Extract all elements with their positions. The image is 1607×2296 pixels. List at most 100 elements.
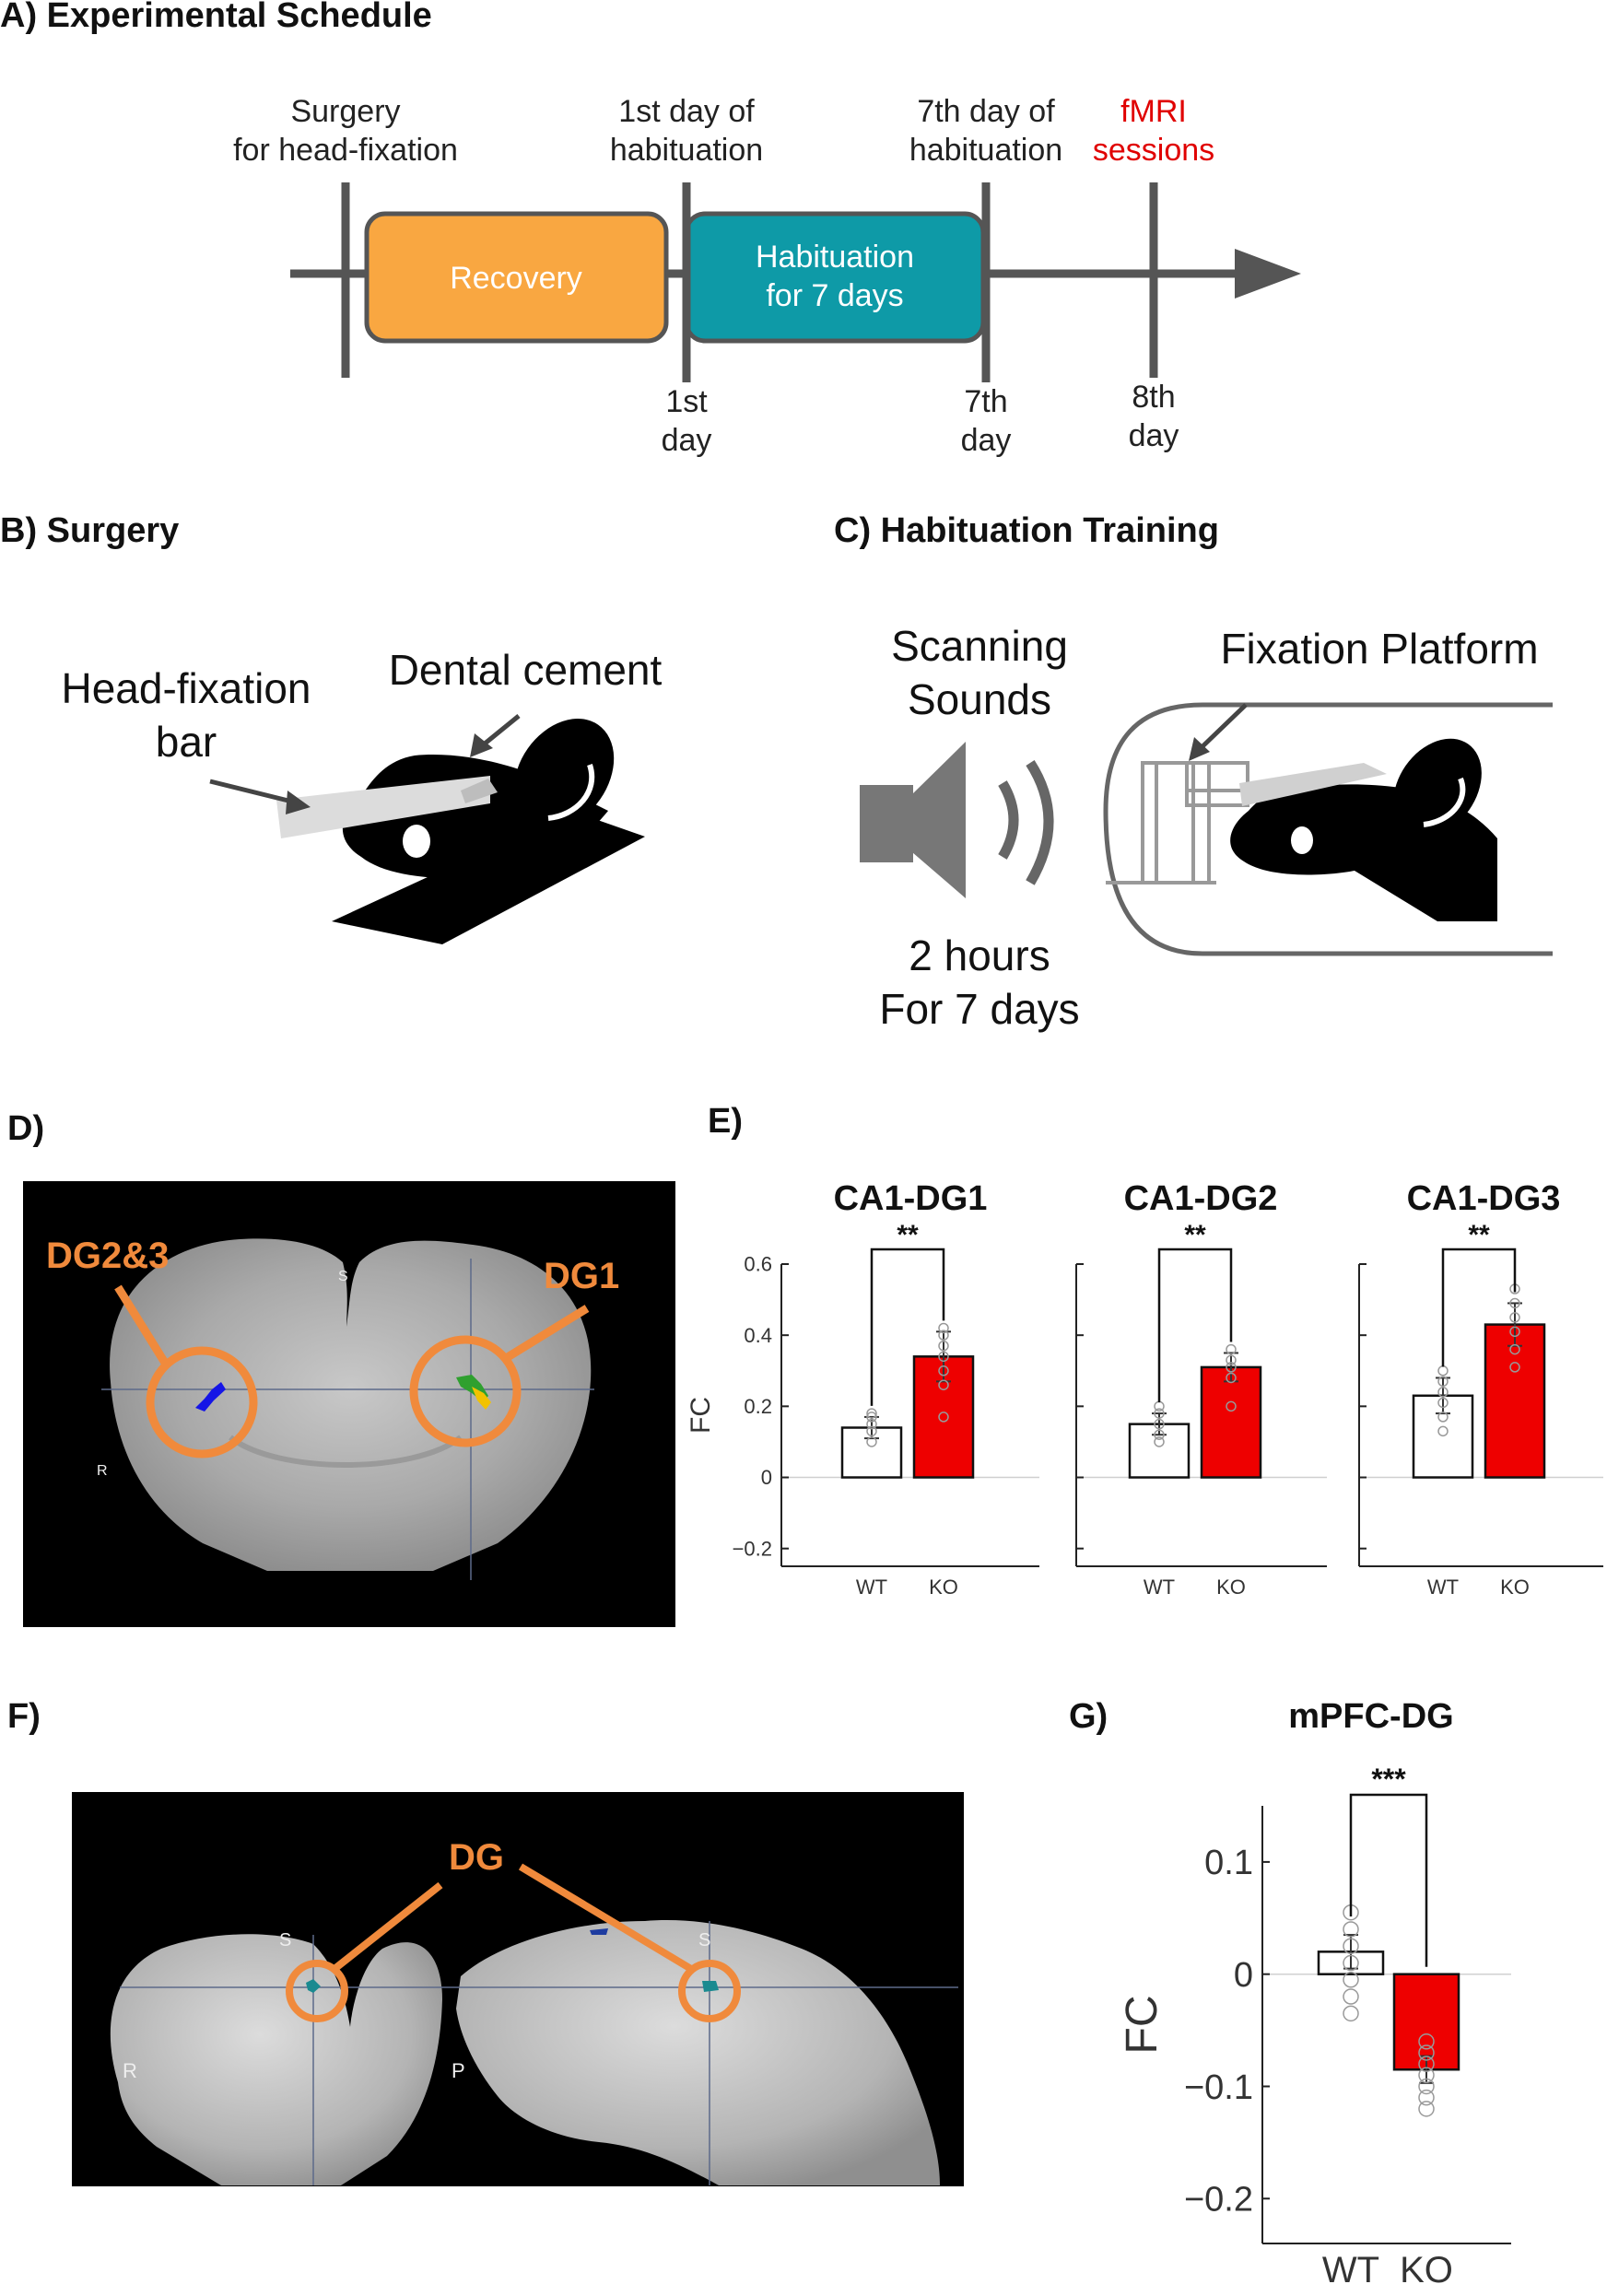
fixation-platform xyxy=(1106,761,1249,884)
data-point xyxy=(1343,1938,1359,1954)
timeline-arrowhead xyxy=(1235,249,1301,299)
mri-coronal-dg xyxy=(23,1181,675,1627)
hab7-line2: habituation xyxy=(909,133,1063,168)
sounds-line2: Sounds xyxy=(907,675,1052,723)
roi-pointer-line xyxy=(332,1881,443,1973)
day7-line1: 7th xyxy=(964,384,1008,419)
chart-ca1-dg3: WT KO ** xyxy=(1358,1220,1603,1599)
y-tick-label: 0.4 xyxy=(744,1324,772,1347)
bar-ko xyxy=(1484,1323,1546,1479)
mouse-ear-icon xyxy=(1393,738,1482,838)
orientation-s: S xyxy=(338,1269,348,1284)
roi-circle-dg-coronal xyxy=(286,1960,348,2022)
fmri-line1: fMRI xyxy=(1120,94,1187,129)
arrow-icon xyxy=(286,791,311,814)
significance-bracket xyxy=(1157,1248,1233,1403)
data-point xyxy=(938,1322,949,1334)
habituation-text: Habituation for 7 days xyxy=(756,238,914,315)
roi-pointer-line xyxy=(518,1863,694,1973)
hab1-label: 1st day of habituation xyxy=(610,92,763,170)
y-tick-label: 0.6 xyxy=(744,1253,772,1276)
roi-circle-dg23 xyxy=(146,1346,258,1458)
duration-line1: 2 hours xyxy=(909,931,1050,979)
data-point xyxy=(938,1341,949,1352)
schedule-timeline xyxy=(290,182,1301,382)
significance-bracket xyxy=(870,1248,945,1406)
data-point xyxy=(1437,1397,1449,1409)
habituation-line1: Habituation xyxy=(755,240,915,275)
day7-line2: day xyxy=(960,423,1012,458)
y-tick-label: −0.2 xyxy=(1184,2181,1253,2220)
roi-circle-dg1 xyxy=(409,1335,522,1447)
data-point xyxy=(1437,1412,1449,1423)
data-point xyxy=(1154,1436,1165,1447)
hab7-label: 7th day of habituation xyxy=(909,92,1062,170)
significance-label: *** xyxy=(1371,1763,1406,1796)
roi-label-dg23: DG2&3 xyxy=(46,1236,170,1276)
surgery-label: Surgery for head-fixation xyxy=(233,92,458,170)
data-point xyxy=(866,1425,877,1437)
significance-label: ** xyxy=(1468,1220,1490,1250)
data-point xyxy=(1418,2044,1435,2061)
roi-blob-dg xyxy=(702,1981,719,1992)
data-point xyxy=(1343,2005,1359,2022)
head-fixation-bar xyxy=(1239,763,1387,806)
panel-e-label: E) xyxy=(708,1102,743,1141)
dental-cement-label: Dental cement xyxy=(388,646,663,694)
data-point xyxy=(1418,2067,1435,2084)
data-point xyxy=(1418,2056,1435,2072)
speaker-icon xyxy=(860,785,913,862)
data-point xyxy=(1418,2101,1435,2117)
data-point xyxy=(1226,1362,1237,1373)
arrow-icon xyxy=(1189,737,1210,761)
roi-pointer-line xyxy=(500,1305,590,1364)
data-point xyxy=(938,1412,949,1423)
dental-cement xyxy=(461,779,498,803)
sound-wave-icon xyxy=(998,780,1019,860)
data-point xyxy=(1509,1326,1520,1338)
panel-f-label: F) xyxy=(7,1697,41,1736)
data-point xyxy=(1509,1343,1520,1355)
surgery-line2: for head-fixation xyxy=(233,133,458,168)
y-tick-label: 0.1 xyxy=(1204,1844,1253,1882)
data-point xyxy=(1343,1954,1359,1972)
scanning-sounds-label: Scanning Sounds xyxy=(891,619,1068,726)
bar-wt xyxy=(1412,1394,1474,1479)
panel-b-label: B) Surgery xyxy=(0,511,180,550)
data-point xyxy=(1226,1343,1237,1355)
x-tick-label: WT xyxy=(1322,2250,1379,2290)
fmri-label: fMRI sessions xyxy=(1093,92,1214,170)
habituation-line2: for 7 days xyxy=(766,278,904,313)
data-point xyxy=(1226,1372,1237,1384)
fmri-line2: sessions xyxy=(1092,133,1215,168)
orientation-s: S xyxy=(698,1930,711,1950)
x-tick-label: KO xyxy=(929,1576,958,1599)
x-tick-label: WT xyxy=(1427,1576,1459,1599)
significance-bracket xyxy=(1441,1248,1517,1367)
day1-line1: 1st xyxy=(665,384,708,419)
roi-label-dg1: DG1 xyxy=(544,1256,620,1296)
data-point xyxy=(866,1412,877,1423)
x-tick-label: KO xyxy=(1500,1576,1530,1599)
y-axis-label: FC xyxy=(1118,1996,1167,2055)
data-point xyxy=(1437,1387,1449,1398)
arrow-icon xyxy=(470,733,493,757)
x-tick-label: WT xyxy=(1144,1576,1175,1599)
chart-title: CA1-DG1 xyxy=(833,1179,988,1218)
sound-wave-icon xyxy=(1026,760,1054,885)
data-point xyxy=(1509,1312,1520,1323)
data-point xyxy=(1437,1425,1449,1437)
y-tick-label: −0.2 xyxy=(733,1537,772,1560)
roi-blob-dg23 xyxy=(195,1382,226,1412)
panel-c-label: C) Habituation Training xyxy=(834,511,1219,550)
brain-slice-image xyxy=(456,1920,940,2185)
data-point xyxy=(938,1330,949,1341)
roi-label-dg: DG xyxy=(449,1837,504,1878)
orientation-r: R xyxy=(123,2059,137,2082)
day8-line1: 8th xyxy=(1132,380,1176,415)
roi-blob-dg xyxy=(306,1979,321,1993)
chart-title: CA1-DG3 xyxy=(1406,1179,1561,1218)
data-point xyxy=(1343,1921,1359,1938)
